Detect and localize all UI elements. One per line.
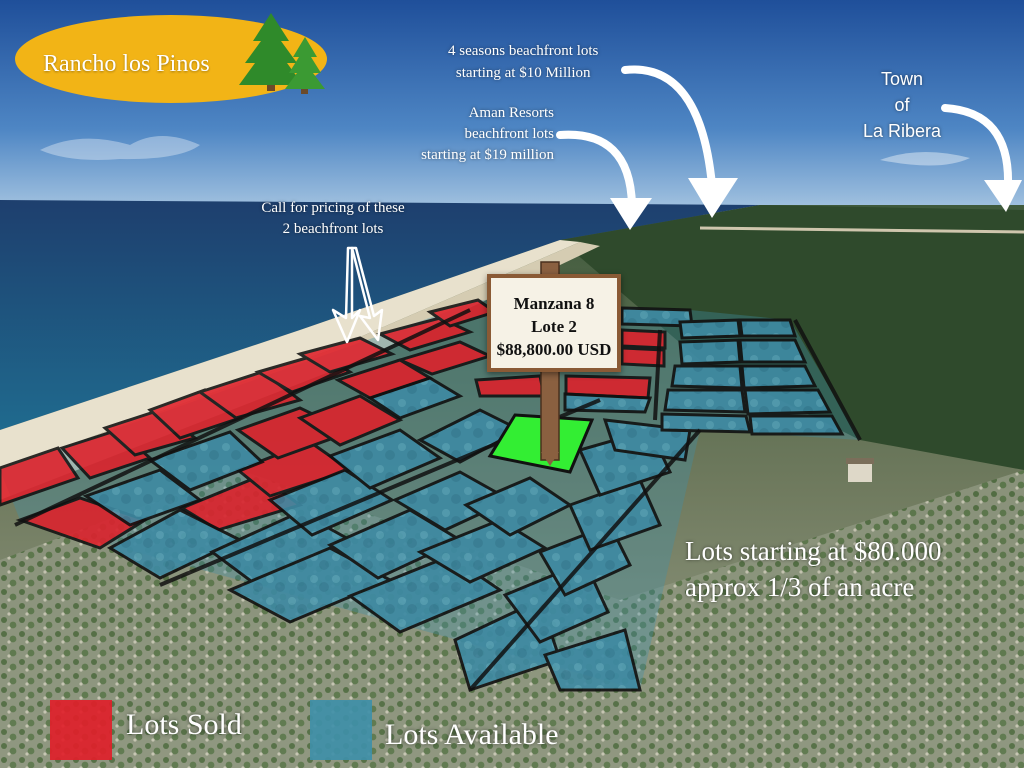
sold-lot[interactable] [0,446,81,507]
available-lot[interactable] [663,388,747,414]
available-lot[interactable] [748,414,845,436]
arrowhead-aman [610,198,652,230]
available-lot[interactable] [678,338,742,366]
pricing-line1: Lots starting at $80.000 [685,536,942,566]
legend-available-swatch [310,700,372,760]
four-seasons-line1: 4 seasons beachfront lots [448,43,599,59]
legend-available-label: Lots Available [385,718,559,751]
available-lot[interactable] [738,338,808,364]
pine-tree-icon [239,13,325,94]
available-lot[interactable] [267,468,396,537]
aman-line3: starting at $19 million [421,147,554,163]
arrow-call-left [331,246,362,344]
arrow-call-right [350,246,384,342]
legend-sold-label: Lots Sold [126,708,242,741]
logo-badge [15,13,327,103]
town-annotation: Town of La Ribera [850,66,954,144]
call-pricing-line2: 2 beachfront lots [282,221,384,237]
aman-line1: Aman Resorts [468,105,554,121]
available-lot[interactable] [738,318,798,338]
available-lot[interactable] [366,376,464,420]
logo: Rancho los Pinos [13,13,329,105]
sign-manzana: Manzana 8 [513,294,595,313]
sign-price: $88,800.00 USD [496,340,612,359]
available-lot[interactable] [740,364,818,390]
legend-sold-swatch [50,700,112,760]
sold-lot[interactable] [296,394,404,447]
pricing-line2: approx 1/3 of an acre [685,572,915,602]
sign-lote: Lote 2 [531,317,577,336]
arrow-town [941,104,1013,189]
sold-lot[interactable] [620,346,666,368]
pricing-annotation: Lots starting at $80.000 approx 1/3 of a… [685,533,941,605]
lot-sign: Manzana 8 Lote 2 $88,800.00 USD [487,274,621,372]
available-lots [82,306,845,692]
town-line2: of [894,95,910,115]
available-lot[interactable] [670,364,744,390]
arrowhead-four-seasons [688,178,738,218]
aman-line2: beachfront lots [464,126,554,142]
available-lot[interactable] [146,430,265,492]
available-lot[interactable] [326,428,444,490]
town-line1: Town [880,69,924,89]
arrow-aman [556,130,636,209]
call-pricing-line1: Call for pricing of these [261,200,405,216]
arrow-four-seasons [621,65,716,189]
available-lot[interactable] [542,628,642,692]
available-lot[interactable] [678,318,742,340]
aman-annotation: Aman Resorts beachfront lots starting at… [382,103,554,166]
four-seasons-annotation: 4 seasons beachfront lots starting at $1… [448,40,598,84]
available-lot[interactable] [660,412,752,434]
available-lot[interactable] [416,518,549,584]
sold-lot[interactable] [620,328,667,350]
sold-lot[interactable] [296,336,397,374]
four-seasons-line2: starting at $10 Million [455,65,591,81]
available-lot[interactable] [743,388,833,416]
available-lot[interactable] [82,468,204,527]
call-pricing-annotation: Call for pricing of these 2 beachfront l… [226,198,440,240]
town-line3: La Ribera [862,121,942,141]
logo-title: Rancho los Pinos [43,51,210,77]
arrowhead-town [984,180,1022,212]
